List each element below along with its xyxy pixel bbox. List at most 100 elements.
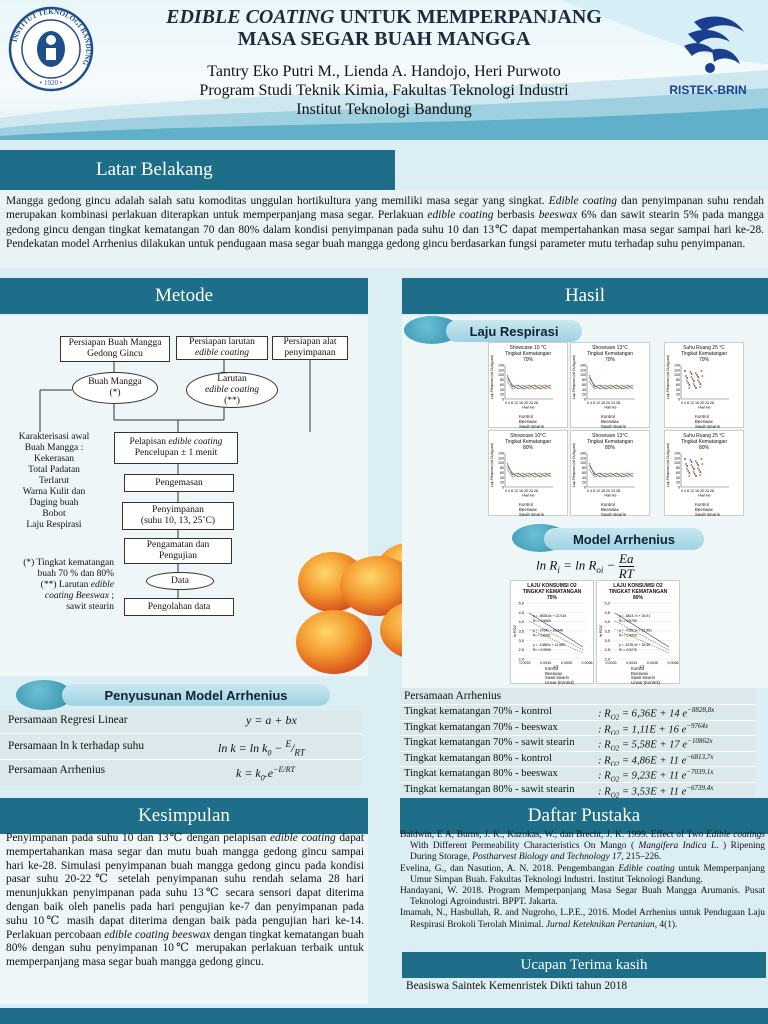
- arrhenius-row-label: Tingkat kematangan 80% - sawit stearin: [404, 783, 575, 795]
- konsumsi-ytick: 3,0: [518, 638, 524, 643]
- mini-chart-point: [693, 473, 696, 475]
- arrhenius-row: Tingkat kematangan 80% - beeswax: RO2 = …: [400, 766, 755, 784]
- penyusunan-heading: Penyusunan Model Arrhenius: [104, 687, 288, 703]
- penyusunan-formula: k = k0.e−E/RT: [236, 765, 295, 783]
- arrhenius-table-panel: [400, 688, 755, 798]
- mini-chart-point: [694, 372, 697, 374]
- mini-chart-ytick: 100: [498, 461, 504, 465]
- mini-chart-ytick: 140: [580, 452, 586, 456]
- model-arrhenius-pill: Model Arrhenius: [544, 528, 704, 550]
- mini-chart-legend-item: Kontrol: [601, 502, 615, 507]
- mini-chart-legend-item: Beeswax: [519, 419, 537, 424]
- mini-chart-ytick: 120: [580, 368, 586, 372]
- kesimpulan-heading: Kesimpulan: [138, 805, 230, 826]
- flow-persiapan-alat: Persiapan alat penyimpanan: [272, 336, 348, 360]
- mini-chart-ytick: 20: [500, 481, 504, 485]
- mini-chart-axes: [586, 453, 635, 488]
- flow-pengolahan: Pengolahan data: [124, 598, 234, 616]
- mini-chart-ytick: 20: [582, 393, 586, 397]
- daftar-pustaka-heading: Daftar Pustaka: [527, 805, 641, 826]
- arrhenius-row-formula: : RO2 = 4,86E + 11 e−6813,7x: [598, 752, 714, 769]
- penyusunan-panel: [0, 710, 362, 786]
- mini-chart-point: [692, 471, 695, 473]
- mini-chart-axes: [586, 365, 635, 400]
- penyusunan-row: Persamaan Regresi Linear y = a + bx: [0, 710, 362, 734]
- karakterisasi-line: Bobot: [42, 509, 66, 519]
- arrhenius-row: Tingkat kematangan 70% - beeswax: RO2 = …: [400, 719, 755, 738]
- konsumsi-xlabel: 1/T: [639, 665, 645, 669]
- mini-chart-point: [691, 378, 694, 380]
- arrhenius-row: Tingkat kematangan 80% - kontrol : RO2 = …: [400, 750, 755, 769]
- flow-penyimpanan: Penyimpanan(suhu 10, 13, 25˚C): [122, 502, 234, 530]
- mini-chart-point: [690, 373, 693, 375]
- kesimpulan-heading-bar: Kesimpulan: [0, 798, 368, 834]
- arrhenius-row-formula: : RO2 = 1,11E + 16 e−9764x: [598, 721, 709, 738]
- mini-chart-point: [699, 383, 702, 385]
- konsumsi-equation: R² = 0,9795: [619, 619, 637, 623]
- mini-chart-point: [686, 468, 688, 470]
- mini-chart-ytick: 120: [498, 456, 504, 460]
- mini-chart-ytick: 80: [500, 466, 504, 470]
- mini-chart-series-line: [588, 468, 634, 478]
- arrhenius-row-formula: : RO2 = 9,23E + 11 e−7039,1x: [598, 768, 714, 784]
- poster-footer-bar: [0, 1008, 768, 1024]
- konsumsi-xtick: 0,0035: [647, 661, 658, 665]
- penyusunan-formula: y = a + bx: [246, 713, 297, 727]
- svg-text:RISTEK-BRIN: RISTEK-BRIN: [669, 83, 746, 97]
- mini-chart-ytick: 40: [582, 476, 586, 480]
- konsumsi-equation: R² = 0,9906: [533, 648, 551, 652]
- mini-chart-xticks: 0 4 8 12 16 20 24 28: [681, 489, 714, 493]
- mini-chart-point: [701, 463, 704, 465]
- mini-chart-ytick: 100: [674, 373, 680, 377]
- mini-chart-xticks: 0 4 8 12 16 20 24 28: [587, 489, 620, 493]
- mini-chart-legend-item: Beeswax: [601, 419, 619, 424]
- mini-chart-ytick: 80: [582, 378, 586, 382]
- metode-heading-bar: Metode: [0, 278, 368, 314]
- mini-chart-ylabel: Laju Respirasi (ml O₂/kg.jam): [490, 355, 494, 399]
- arrhenius-row-label: Tingkat kematangan 80% - kontrol: [404, 752, 552, 764]
- mini-chart-ytick: 60: [500, 471, 504, 475]
- mini-chart-point: [699, 474, 702, 476]
- ristek-brin-logo-icon: RISTEK-BRIN: [669, 16, 747, 97]
- poster-authors: Tantry Eko Putri M., Lienda A. Handojo, …: [110, 62, 658, 119]
- mini-chart-ylabel: Laju Respirasi (ml O₂/kg.jam): [572, 443, 576, 487]
- mini-chart-ytick: 100: [674, 461, 680, 465]
- konsumsi-ytick: 4,0: [604, 619, 610, 624]
- mini-chart-point: [696, 374, 698, 376]
- karakterisasi-line: Kekerasan: [33, 454, 75, 464]
- mini-chart-ytick: 40: [582, 388, 586, 392]
- mini-chart-point: [692, 380, 695, 382]
- latar-belakang-panel: [0, 190, 768, 268]
- mini-chart-point: [699, 386, 702, 388]
- author-names: Tantry Eko Putri M., Lienda A. Handojo, …: [207, 63, 561, 80]
- flow-buah-mangga: Buah Mangga(*): [72, 372, 158, 404]
- mini-chart-point: [688, 387, 691, 389]
- mini-chart-ytick: 100: [498, 373, 504, 377]
- konsumsi-ytick: 2,0: [604, 657, 610, 662]
- ucapan-heading: Ucapan Terima kasih: [520, 956, 648, 973]
- mini-chart-point: [688, 472, 691, 474]
- mini-chart-ytick: 0: [678, 398, 680, 402]
- daftar-pustaka-heading-bar: Daftar Pustaka: [400, 798, 768, 834]
- poster-header: INSTITUT TEKNOLOGI BANDUNG • 1920 • EDIB…: [0, 0, 768, 140]
- mini-chart-ytick: 120: [580, 456, 586, 460]
- karakterisasi-line: Terlarut: [39, 476, 69, 486]
- mini-chart-series-line: [588, 374, 634, 390]
- konsumsi-legend-item: Beeswax: [631, 670, 648, 676]
- konsumsi-legend-item: Beeswax: [545, 670, 562, 676]
